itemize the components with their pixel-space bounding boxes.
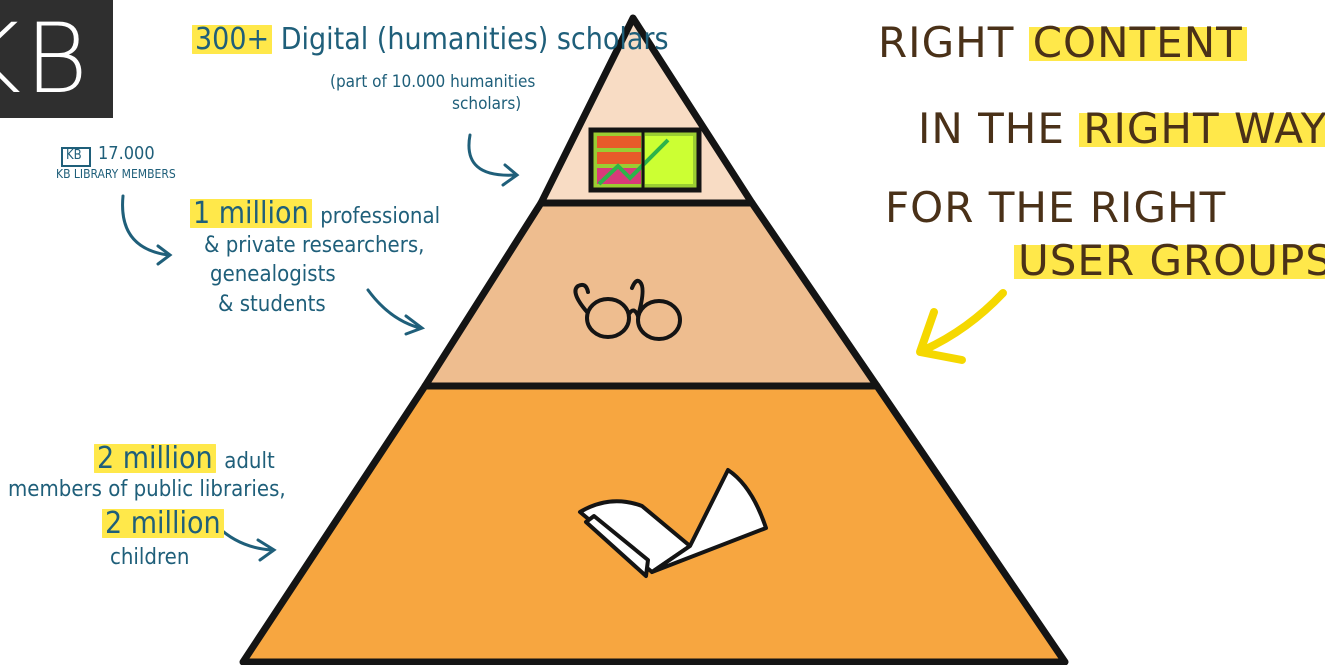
pyramid-middle-tier (421, 199, 881, 390)
glasses-icon (573, 278, 682, 341)
bottom-tier-note: 2 million adult (94, 441, 275, 476)
tagline-right: RIGHT (878, 18, 1015, 67)
arrow-kb-members (121, 194, 173, 266)
tagline-right-way: RIGHT WAY (1079, 104, 1325, 153)
middle-tier-line1: professional (320, 204, 441, 229)
top-tier-label: Digital (humanities) scholars (280, 22, 669, 57)
dashboard-icon (588, 127, 702, 193)
middle-tier-line3: genealogists (210, 262, 336, 287)
tagline-in-the: IN THE (918, 104, 1065, 153)
bottom-tier-line1: adult (224, 449, 275, 474)
tagline-content: CONTENT (1028, 18, 1247, 67)
kb-badge-box (61, 147, 91, 167)
arrow-top-tier (467, 133, 520, 187)
bottom-tier-line2: members of public libraries, (8, 477, 286, 502)
tagline-line1: RIGHT CONTENT (878, 18, 1247, 67)
tagline-user-groups: USER GROUPS (1014, 236, 1325, 285)
kb-member-count: 17.000 (98, 143, 155, 164)
middle-tier-highlight: 1 million (190, 196, 312, 231)
top-tier-sub2: scholars) (452, 94, 522, 114)
kb-badge: KB (66, 148, 82, 163)
kb-logo: KB (0, 0, 113, 118)
bottom-tier-highlight2: 2 million (102, 506, 224, 541)
tagline-line2: IN THE RIGHT WAY (918, 104, 1325, 153)
top-tier-note: 300+ Digital (humanities) scholars (192, 22, 669, 57)
arrow-middle-tier (366, 288, 426, 336)
top-tier-sub1: (part of 10.000 humanities (330, 72, 536, 92)
tagline-line3: FOR THE RIGHT (885, 183, 1227, 232)
middle-tier-note: 1 million professional (190, 196, 441, 231)
kb-member-label: KB LIBRARY MEMBERS (56, 167, 176, 181)
top-tier-highlight: 300+ (192, 22, 273, 57)
arrow-bottom-tier (216, 525, 277, 562)
arrow-tagline (916, 289, 1007, 364)
middle-tier-line4: & students (218, 292, 326, 317)
open-book-icon (578, 468, 768, 578)
bottom-tier-line3: children (110, 545, 190, 570)
bottom-tier-highlight1: 2 million (94, 441, 216, 476)
middle-tier-line2: & private researchers, (204, 233, 425, 258)
